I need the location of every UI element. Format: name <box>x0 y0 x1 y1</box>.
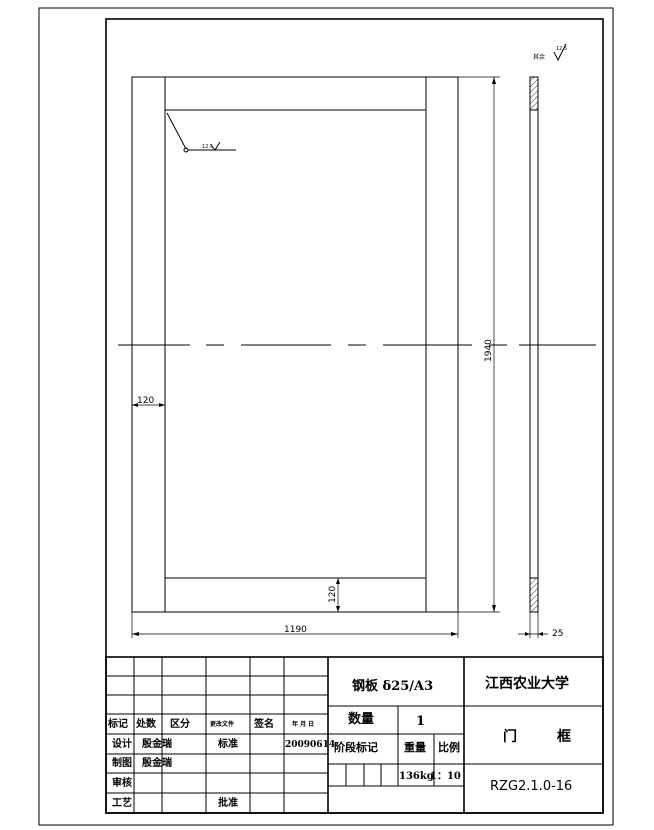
dim-total-width-text: 1190 <box>284 625 307 635</box>
drafting-label: 制图 <box>112 756 132 769</box>
scale-value: 1：10 <box>430 771 461 782</box>
material-text: 钢板 δ25/A3 <box>352 678 433 694</box>
row-header-change-doc: 更改文件 <box>210 720 234 728</box>
dimension-total-width: 1190 <box>131 612 459 638</box>
design-label: 设计 <box>112 737 132 750</box>
part-name-second: 框 <box>557 728 571 745</box>
door-frame-side-view: 25 <box>518 76 563 639</box>
weight-label: 重量 <box>404 740 426 754</box>
dimension-frame-width: 120 <box>132 396 165 407</box>
surface-roughness-symbol: 其余 12.5 <box>533 43 567 62</box>
drafting-name: 殷金瑞 <box>142 756 172 769</box>
dim-total-height-text: 1940 <box>484 339 494 362</box>
quantity-label: 数量 <box>348 711 374 727</box>
quantity-value: 1 <box>416 714 425 729</box>
part-name-first: 门 <box>503 728 517 745</box>
design-date: 20090614 <box>285 740 335 750</box>
stage-mark-label: 阶段标记 <box>334 740 378 754</box>
roughness-remaining-label: 其余 <box>533 53 545 61</box>
row-header-signature: 签名 <box>253 717 274 730</box>
roughness-value: 12.5 <box>556 46 567 52</box>
dim-frame-bottom-text: 120 <box>328 586 338 603</box>
dimension-frame-bottom: 120 <box>328 578 340 612</box>
dim-frame-width-text: 120 <box>137 396 154 406</box>
inner-roughness-leader: 12.5 <box>166 112 236 153</box>
dimension-total-height: 1940 <box>458 76 500 613</box>
school-name: 江西农业大学 <box>485 675 569 692</box>
process-label: 工艺 <box>112 796 132 809</box>
row-header-mark: 标记 <box>107 717 128 730</box>
title-block <box>105 656 604 814</box>
scale-label: 比例 <box>438 740 460 754</box>
row-header-count: 处数 <box>135 717 157 730</box>
dim-thickness-text: 25 <box>552 629 563 639</box>
review-label: 审核 <box>112 776 132 789</box>
standard-label: 标准 <box>217 737 238 750</box>
row-header-date: 年 月 日 <box>292 720 314 728</box>
approve-label: 批准 <box>218 796 238 809</box>
row-header-zone: 区分 <box>170 717 190 730</box>
drawing-number: RZG2.1.0-16 <box>490 779 572 794</box>
design-name: 殷金瑞 <box>142 737 172 750</box>
weight-value: 136kg <box>399 771 434 782</box>
inner-roughness-value: 12.5 <box>202 144 213 150</box>
outer-border <box>38 7 614 826</box>
